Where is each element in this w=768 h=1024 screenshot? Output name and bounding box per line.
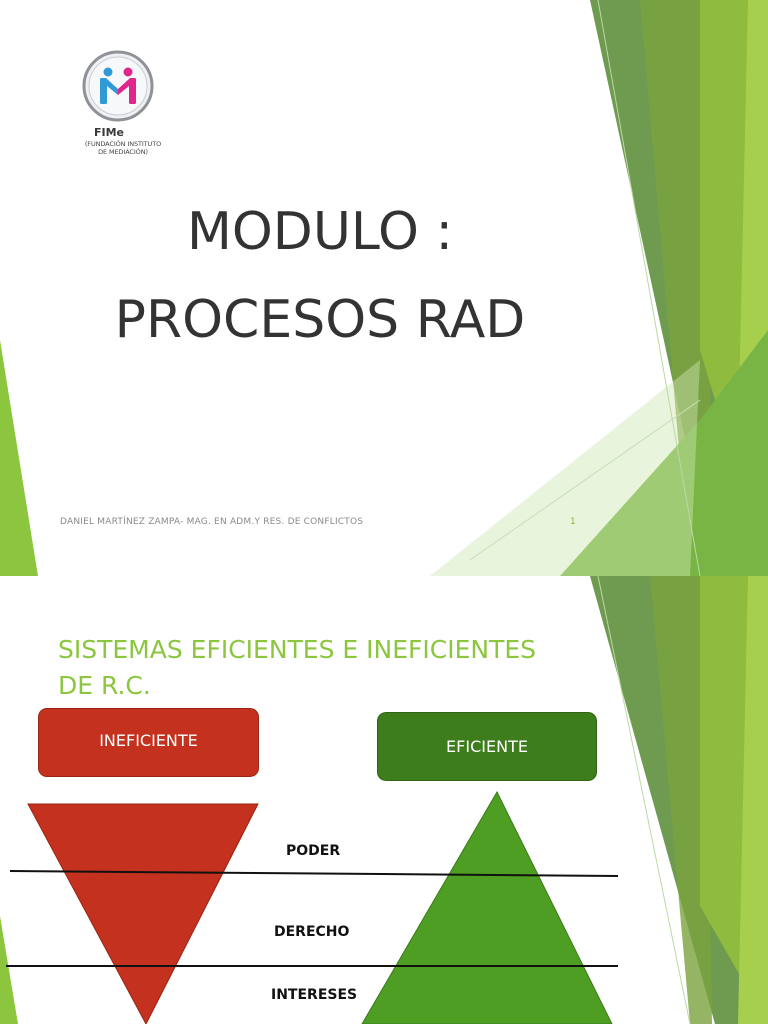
inverted-triangle-ineficiente (27, 803, 259, 1024)
logo-wordmark: FIMe (94, 126, 125, 139)
slide-1: FIMe (FUNDACIÓN INSTITUTO DE MEDIACIÓN) … (0, 0, 768, 576)
green-decoration (0, 0, 768, 576)
ineficiente-box: INEFICIENTE (38, 708, 259, 777)
slide-footer: DANIEL MARTÍNEZ ZAMPA- MAG. EN ADM.Y RES… (60, 517, 364, 527)
slide-2-title-line-1: SISTEMAS EFICIENTES E INEFICIENTES (58, 635, 537, 664)
slide-2-title: SISTEMAS EFICIENTES E INEFICIENTES DE R.… (58, 632, 578, 704)
green-decoration (0, 576, 768, 1024)
eficiente-box: EFICIENTE (377, 712, 597, 781)
label-poder: PODER (286, 843, 341, 859)
logo-subtitle-line-2: DE MEDIACIÓN) (98, 148, 148, 156)
label-intereses: INTERESES (271, 987, 358, 1003)
logo-subtitle: (FUNDACIÓN INSTITUTO DE MEDIACIÓN) (78, 140, 168, 156)
page-number: 1 (570, 517, 576, 527)
title-line-1: MODULO : (187, 202, 453, 262)
slide-1-title: MODULO : PROCESOS RAD (20, 188, 620, 364)
slide-2: SISTEMAS EFICIENTES E INEFICIENTES DE R.… (0, 576, 768, 1024)
fime-logo (82, 50, 154, 122)
slide-2-title-line-2: DE R.C. (58, 671, 151, 700)
label-derecho: DERECHO (274, 924, 350, 940)
title-line-2: PROCESOS RAD (114, 290, 526, 350)
rc-systems-diagram (6, 790, 619, 1024)
level-line-1 (9, 870, 619, 877)
triangle-eficiente (361, 790, 613, 1024)
logo-subtitle-line-1: (FUNDACIÓN INSTITUTO (84, 140, 162, 148)
